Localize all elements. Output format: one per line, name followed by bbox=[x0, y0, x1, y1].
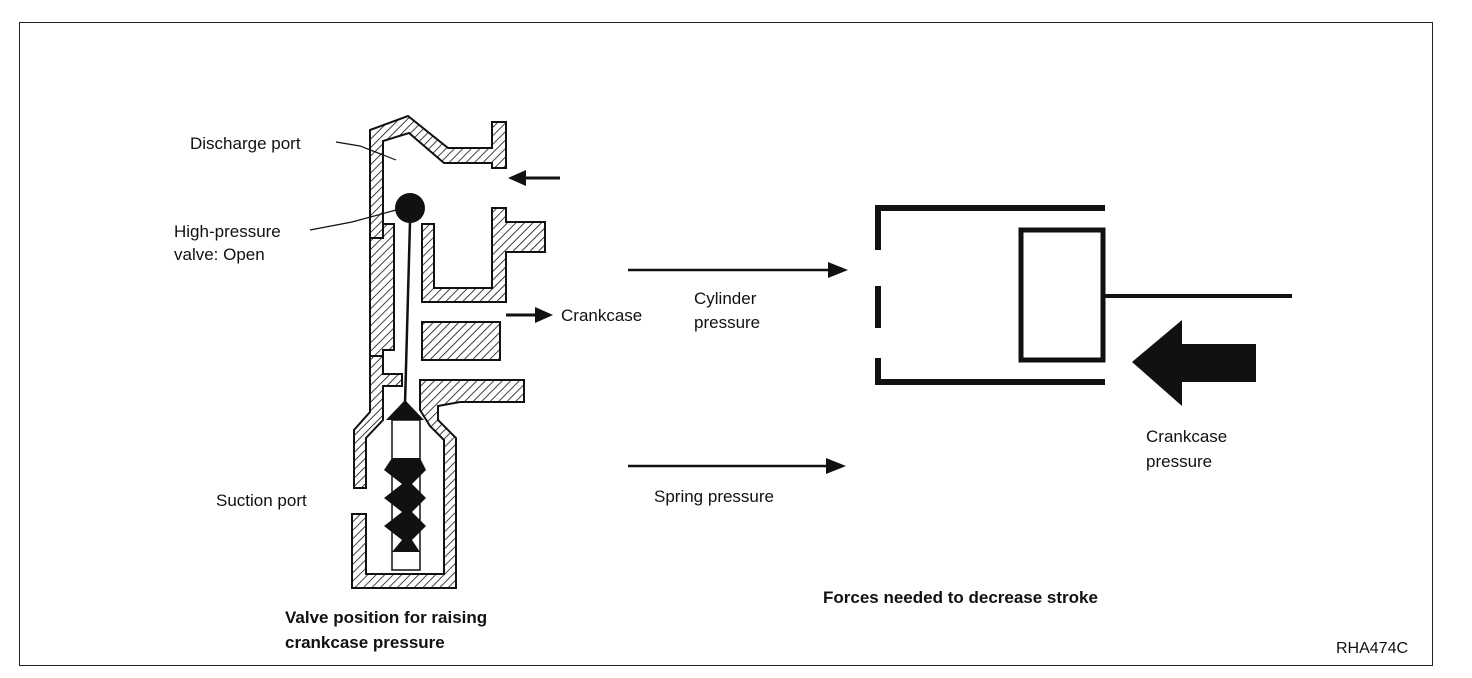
cylinder-pressure-arrow-head bbox=[828, 262, 848, 278]
figure-frame bbox=[19, 22, 1433, 666]
left-caption-line2: crankcase pressure bbox=[285, 633, 445, 652]
suction-port-label: Suction port bbox=[216, 491, 307, 510]
spring-pressure-arrow-head bbox=[826, 458, 846, 474]
valve-stem bbox=[403, 221, 412, 405]
right-caption: Forces needed to decrease stroke bbox=[823, 588, 1098, 607]
crankcase-pressure-label-line2: pressure bbox=[1146, 452, 1213, 471]
left-caption-line1: Valve position for raising bbox=[285, 608, 488, 627]
force-diagram bbox=[628, 205, 1292, 474]
cylinder-pressure-label-line1: Cylinder bbox=[694, 289, 757, 308]
valve-cross-section bbox=[351, 114, 546, 589]
discharge-housing bbox=[369, 114, 507, 239]
high-pressure-valve-label-line2: valve: Open bbox=[174, 245, 265, 264]
crankcase-pressure-label-line1: Crankcase bbox=[1146, 427, 1228, 446]
crankcase-pressure-arrow bbox=[1132, 320, 1256, 406]
spring-pressure-label: Spring pressure bbox=[654, 487, 775, 506]
left-wall-lower bbox=[353, 355, 403, 489]
crankcase-passage-lower bbox=[421, 321, 501, 361]
crankcase-label: Crankcase bbox=[561, 306, 643, 325]
valve-ball bbox=[395, 193, 425, 223]
high-pressure-valve-label-line1: High-pressure bbox=[174, 222, 281, 241]
crankcase-arrow-head bbox=[535, 307, 553, 323]
piston bbox=[1018, 227, 1106, 363]
left-wall-upper bbox=[369, 223, 395, 357]
figure-code: RHA474C bbox=[1336, 640, 1409, 657]
inlet-arrow-head bbox=[508, 170, 526, 186]
discharge-port-label: Discharge port bbox=[190, 134, 301, 153]
cylinder-pressure-label-line2: pressure bbox=[694, 313, 761, 332]
spring-bellows bbox=[384, 419, 426, 571]
left-arrows bbox=[506, 170, 560, 323]
cylinder bbox=[875, 205, 1105, 385]
leader-lines bbox=[309, 141, 397, 231]
high-pressure-valve bbox=[386, 193, 425, 420]
suction-housing-right bbox=[351, 379, 525, 589]
valve-cone bbox=[386, 400, 424, 420]
crankcase-passage-upper bbox=[421, 207, 546, 303]
